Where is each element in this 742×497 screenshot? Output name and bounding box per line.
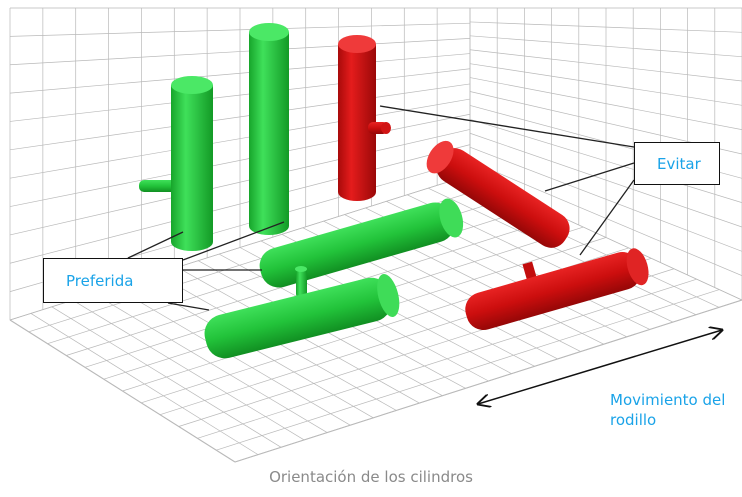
avoid-label: Evitar [657, 154, 701, 173]
figure-caption: Orientación de los cilindros [269, 468, 473, 486]
red-vertical-cylinder [338, 35, 391, 201]
green-horizontal-cylinder-lower [204, 274, 400, 359]
red-horizontal-cylinder [465, 248, 649, 331]
movement-arrow [478, 330, 722, 404]
green-stub [295, 266, 307, 298]
avoid-label-box: Evitar [634, 142, 720, 185]
green-vertical-cylinder-right [249, 23, 289, 235]
preferred-label: Preferida [66, 271, 134, 290]
evitar-leader-lines [379, 105, 635, 256]
preferida-leader-lines [127, 221, 285, 311]
green-horizontal-cylinder-upper [259, 198, 464, 288]
red-diagonal-cylinder [426, 140, 570, 248]
preferred-label-box: Preferida [43, 258, 183, 303]
movement-label: Movimiento del rodillo [610, 391, 726, 429]
green-vertical-cylinder-left [139, 76, 213, 251]
